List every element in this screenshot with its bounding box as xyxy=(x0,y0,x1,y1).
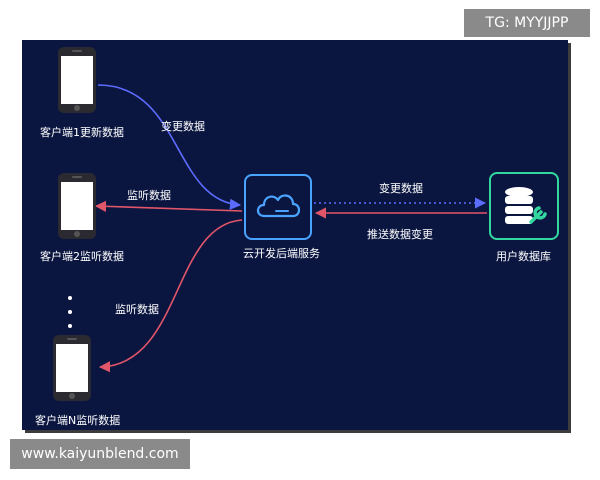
architecture-diagram: 客户端1更新数据 客户端2监听数据 客户端N监听数据 变更数据 监听数据 监听数… xyxy=(22,40,568,430)
client1-label: 客户端1更新数据 xyxy=(40,126,124,139)
edge-label-cloud-to-client2: 监听数据 xyxy=(127,189,171,202)
database-node xyxy=(489,172,559,240)
edge-label-client1-to-cloud: 变更数据 xyxy=(161,120,205,133)
cloud-icon xyxy=(256,194,301,218)
ellipsis-dot xyxy=(68,296,72,300)
cloud-service-node xyxy=(244,174,312,240)
edge-label-cloud-to-db: 变更数据 xyxy=(379,182,423,195)
edge-label-cloud-to-clientN: 监听数据 xyxy=(115,303,159,316)
edge-cloud-to-clientN xyxy=(98,219,243,373)
watermark-bottom: www.kaiyunblend.com xyxy=(10,439,190,469)
edge-label-db-to-cloud: 推送数据变更 xyxy=(367,228,433,241)
database-wrench-icon xyxy=(505,187,547,224)
client2-phone-icon xyxy=(58,173,96,239)
client1-phone-icon xyxy=(58,47,96,113)
watermark-top: TG: MYYJJPP xyxy=(464,9,590,37)
clientN-label: 客户端N监听数据 xyxy=(35,414,121,427)
client2-label: 客户端2监听数据 xyxy=(40,250,124,263)
cloud-label: 云开发后端服务 xyxy=(243,247,320,260)
edge-cloud-to-client2 xyxy=(94,200,243,212)
edge-client1-to-cloud xyxy=(97,84,242,210)
database-label: 用户数据库 xyxy=(496,250,551,263)
ellipsis-dot xyxy=(68,310,72,314)
ellipsis-dot xyxy=(68,324,72,328)
connector-layer xyxy=(94,84,487,373)
clientN-phone-icon xyxy=(53,335,91,401)
